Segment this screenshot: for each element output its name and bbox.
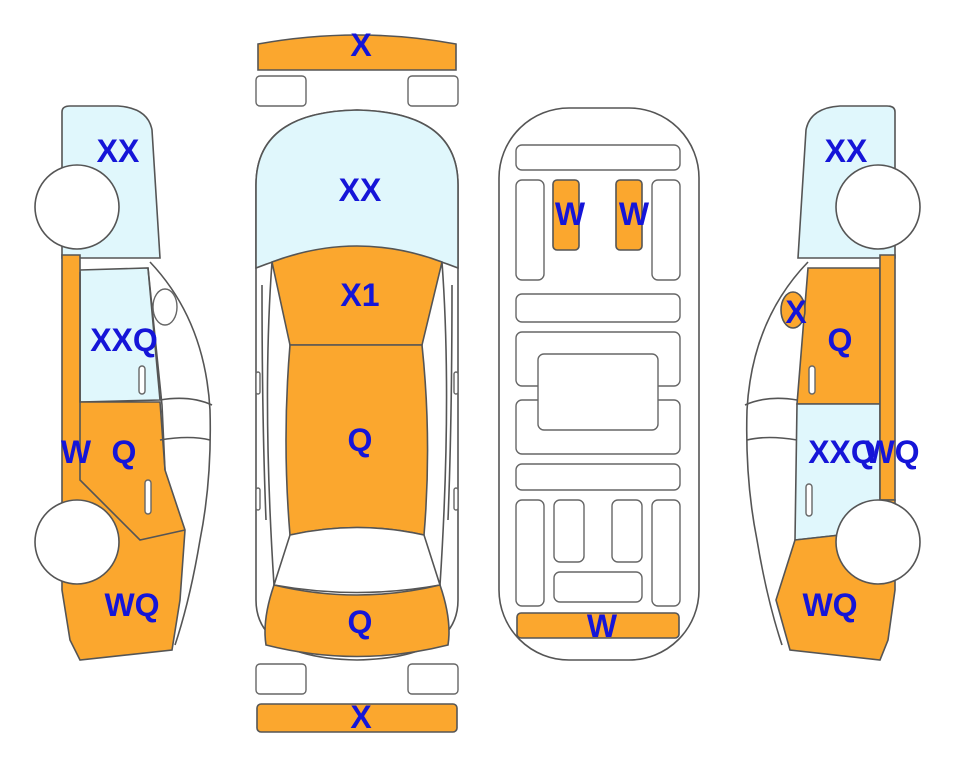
rear-floor-panel [516,612,680,639]
interior-view [498,107,700,661]
hood-label: X1 [340,277,379,313]
front-bumper-label: X [350,27,372,63]
rear-bumper-panel [256,703,458,733]
rear-bumper-label: X [350,699,372,735]
left-mirror [152,288,178,326]
left-rear-wheel [34,499,120,585]
left-fender-label: W [61,434,92,470]
right-mirror-label: X [785,294,807,330]
left-door-label: Q [112,434,137,470]
right-rear-glass-label: XXQ [808,434,876,470]
right-quarter-label: WQ [864,434,919,470]
trunk-panel [264,584,450,658]
rear-seat-left-label: W [555,196,586,232]
trunk-label: Q [348,604,373,640]
right-mirror [780,291,806,329]
roof-label: Q [348,422,373,458]
right-front-wheel [835,164,921,250]
hood-panel [271,245,443,346]
rear-seat-right-panel [615,179,643,251]
rear-seat-left-panel [552,179,580,251]
left-lower-label: WQ [104,587,159,623]
left-front-wheel [34,164,120,250]
right-lower-label: WQ [802,587,857,623]
left-side-view [34,105,213,661]
front-bumper-panel [257,34,457,71]
windshield-label: XX [339,172,382,208]
left-front-glass-label: XX [97,133,140,169]
left-door-glass-label: XXQ [90,322,158,358]
rear-floor-label: W [587,608,618,644]
right-front-door-label: Q [828,322,853,358]
rear-seat-right-label: W [619,196,650,232]
right-front-glass-label: XX [825,133,868,169]
top-view [255,34,459,733]
left-rear-outline [149,261,212,646]
right-rear-wheel [835,499,921,585]
right-side-view [744,105,921,661]
